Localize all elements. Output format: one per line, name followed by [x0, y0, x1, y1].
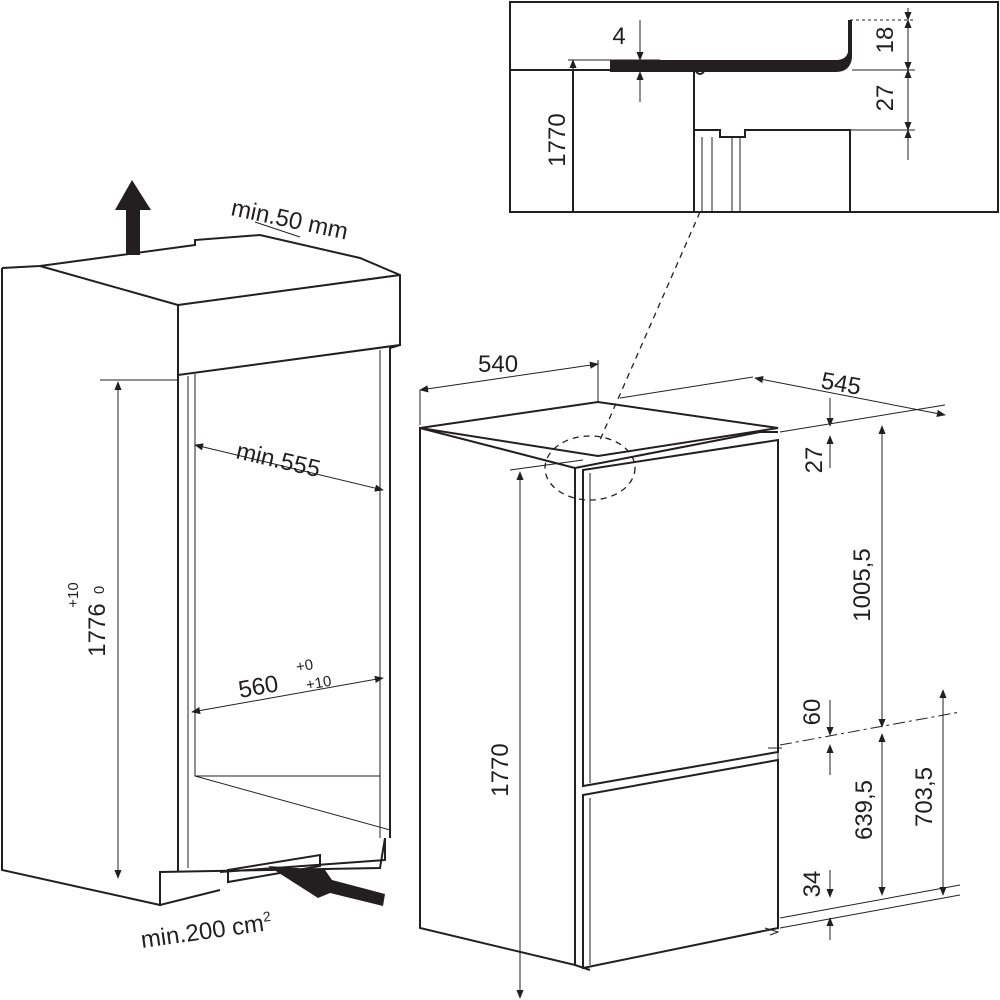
niche-cabinet: [1, 233, 401, 907]
label-1770: 1770: [487, 743, 514, 796]
min50-tick: [254, 221, 301, 238]
label-639-5: 639,5: [851, 780, 878, 840]
detail-inset: [509, 1, 999, 213]
lower-door: [582, 758, 779, 970]
label-34: 34: [799, 871, 826, 898]
label-60: 60: [799, 699, 826, 726]
label-1005-5: 1005,5: [849, 548, 876, 621]
label-min50mm: min.50 mm: [229, 194, 351, 245]
label-545: 545: [819, 367, 863, 401]
label-560: 560: [236, 670, 280, 704]
label-min200cm2: min.200 cm2: [139, 908, 274, 954]
label-560-tol-lower: +10: [305, 673, 333, 694]
dim-min555: [194, 443, 384, 492]
detail-dim-27: 27: [872, 85, 899, 112]
detail-leader-line: [599, 211, 701, 441]
label-1776-tol-upper: +10: [65, 582, 82, 607]
label-1776-tol-lower: 0: [91, 586, 108, 594]
air-in-arrow-icon: [268, 866, 385, 906]
dim-545: [754, 376, 946, 417]
detail-dim-1770: 1770: [544, 113, 571, 166]
label-27: 27: [801, 447, 828, 474]
air-out-arrow-icon: [115, 180, 151, 255]
upper-door: [582, 438, 779, 788]
label-min555: min.555: [234, 438, 323, 484]
label-560-tol-upper: +0: [295, 656, 315, 676]
dim-560: [191, 675, 384, 715]
appliance: [419, 360, 782, 971]
label-703-5: 703,5: [911, 767, 938, 827]
label-1776: 1776: [84, 603, 111, 656]
detail-dim-18: 18: [872, 27, 899, 54]
hinge-profile: [610, 20, 852, 72]
label-540: 540: [478, 351, 518, 378]
dim-540: [419, 361, 599, 393]
detail-dim-4: 4: [612, 23, 625, 50]
